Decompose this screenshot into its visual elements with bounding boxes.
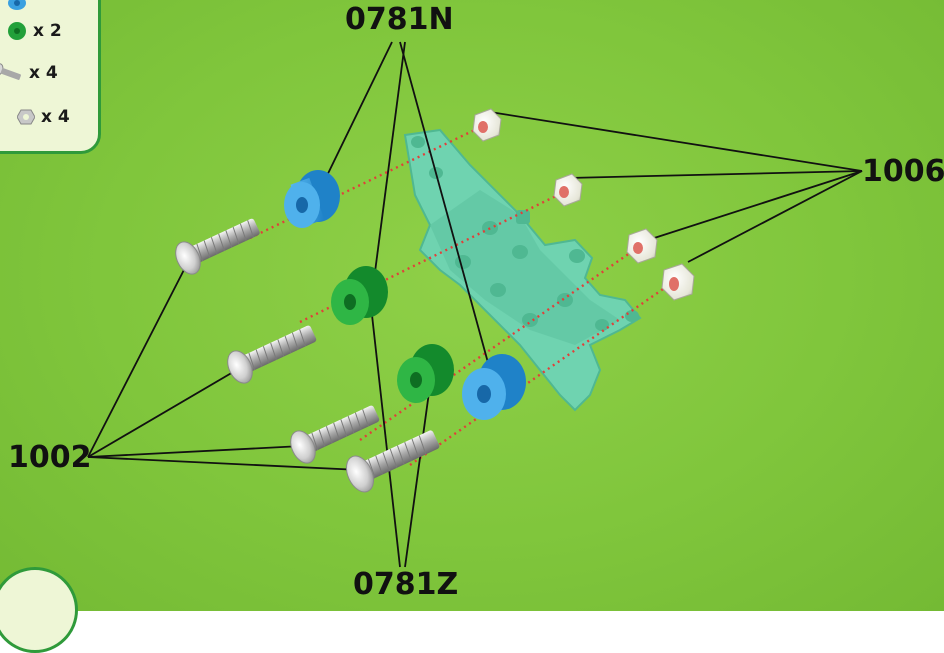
nut — [553, 173, 583, 207]
nut — [661, 263, 695, 301]
inventory-count: x 2 — [33, 21, 62, 41]
inventory-row — [7, 0, 33, 11]
blue-spacer-icon — [8, 0, 26, 10]
blue-spacer — [284, 170, 340, 228]
green-spacer — [397, 344, 454, 403]
parts-inventory-panel: x 2 x 4 x 4 — [0, 0, 101, 154]
label-1006: 1006 — [862, 154, 944, 189]
step-number-badge — [0, 567, 78, 653]
bolt — [290, 405, 380, 464]
inventory-count: x 4 — [29, 63, 58, 83]
bolt — [227, 325, 317, 384]
bolt — [345, 430, 440, 493]
blue-spacer — [462, 354, 526, 420]
nut — [626, 228, 658, 264]
bracket-plate — [403, 128, 642, 412]
label-0781n: 0781N — [345, 2, 454, 37]
label-0781z: 0781Z — [353, 567, 459, 602]
bolt-icon — [0, 63, 21, 80]
leader-lines — [87, 41, 863, 568]
exploded-assembly-diagram — [87, 41, 863, 568]
inventory-row: x 2 — [7, 21, 62, 41]
nut — [472, 108, 502, 142]
label-1002: 1002 — [8, 440, 92, 475]
inventory-count: x 4 — [41, 107, 70, 127]
bolt — [175, 218, 260, 275]
nut-icon — [17, 109, 35, 125]
inventory-row: x 4 — [17, 107, 70, 127]
green-spacer-icon — [8, 22, 26, 40]
green-spacer — [331, 266, 388, 325]
inventory-row: x 4 — [0, 63, 58, 83]
